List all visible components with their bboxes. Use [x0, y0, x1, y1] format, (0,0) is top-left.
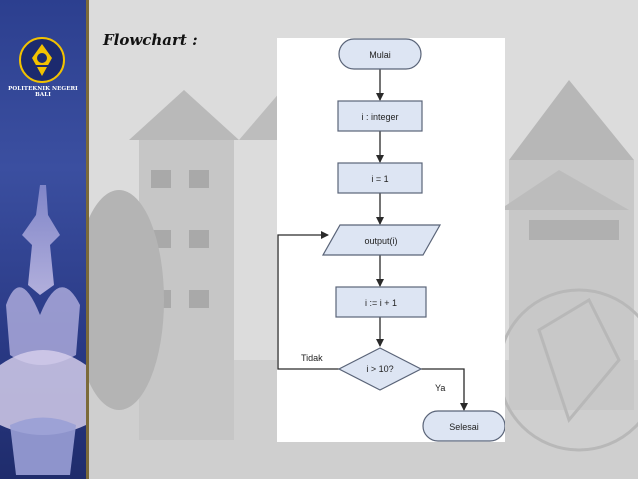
sidebar-strip: POLITEKNIK NEGERI BALI [0, 0, 86, 479]
node-declare-label: i : integer [361, 112, 398, 122]
statue-illustration-icon [0, 185, 86, 475]
sidebar-divider [86, 0, 89, 479]
node-output: output(i) [321, 224, 442, 256]
flowchart-panel: Mulai i : integer i = 1 output(i) i := i… [277, 38, 505, 442]
node-output-label: output(i) [364, 236, 397, 246]
flowchart-diagram: Mulai i : integer i = 1 output(i) i := i… [277, 38, 505, 442]
node-increment: i := i + 1 [335, 286, 427, 318]
flow-connectors [277, 69, 468, 411]
node-declare: i : integer [337, 100, 423, 132]
slide-heading: Flowchart : [103, 31, 198, 49]
node-end-label: Selesai [449, 422, 479, 432]
node-decision-label: i > 10? [366, 364, 393, 374]
edge-label-yes: Ya [435, 383, 445, 393]
node-increment-label: i := i + 1 [365, 298, 397, 308]
node-init: i = 1 [337, 162, 423, 194]
institution-name: POLITEKNIK NEGERI BALI [8, 86, 78, 98]
node-init-label: i = 1 [371, 174, 388, 184]
edge-decision-end [421, 368, 468, 411]
node-start-label: Mulai [369, 50, 391, 60]
node-start: Mulai [338, 38, 422, 70]
institution-logo-icon [19, 37, 65, 83]
edge-decision-loop-back [277, 231, 339, 370]
node-decision: i > 10? [337, 347, 423, 391]
edge-label-no: Tidak [301, 353, 323, 363]
node-end: Selesai [422, 410, 505, 442]
